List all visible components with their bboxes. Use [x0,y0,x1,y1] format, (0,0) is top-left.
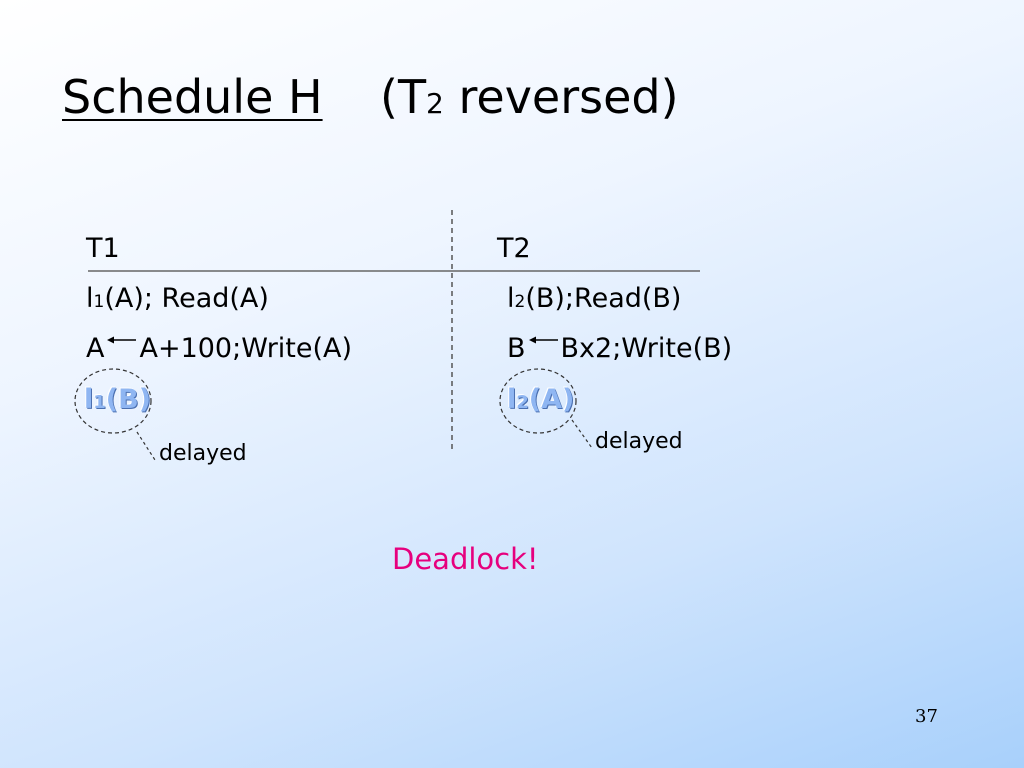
slide-title: Schedule H [62,74,323,120]
t2-row-1-sub: 2 [514,292,526,312]
t2-row-2-left: B [507,333,526,365]
t2-header: T2 [497,233,531,264]
t2-lock-rest: (A) [528,384,575,415]
t1-row-1-prefix: l [86,283,94,314]
t2-delayed-note: delayed [595,429,683,454]
left-arrow-icon [528,336,558,344]
page-number: 37 [915,706,938,727]
t1-lock-sub: 1 [93,392,106,413]
title-main: Schedule H [62,70,323,124]
deadlock-label: Deadlock! [392,542,539,576]
t2-row-1: l2(B);Read(B) [507,285,681,312]
t1-delayed-leader [136,431,156,461]
t1-header: T1 [86,233,120,264]
title-paren-rest: reversed) [443,70,679,124]
t1-lock-prefix: l [84,384,94,415]
t2-delayed-leader [571,419,593,449]
t1-row-1: l1(A); Read(A) [86,285,269,312]
t1-row-2-right: A+100;Write(A) [139,333,353,365]
left-arrow-icon [107,336,137,344]
t2-row-2-right: Bx2;Write(B) [560,333,733,365]
t2-lock-request: l2(A) [507,386,574,413]
t2-row-2: B Bx2;Write(B) [507,335,732,362]
t2-lock-sub: 2 [516,392,529,413]
t1-lock-rest: (B) [105,384,152,415]
t1-row-2-left: A [86,333,105,365]
t1-row-1-rest: (A); Read(A) [104,283,269,314]
t2-lock-prefix: l [507,384,517,415]
t2-row-1-prefix: l [507,283,515,314]
title-subtitle: (T2 reversed) [380,74,679,120]
title-subscript: 2 [426,87,444,120]
t1-lock-request: l1(B) [84,386,151,413]
t2-lock-circle [499,368,577,434]
t1-row-1-sub: 1 [93,292,105,312]
t1-delayed-note: delayed [159,441,247,466]
t1-lock-circle [74,368,152,434]
t2-row-1-rest: (B);Read(B) [525,283,682,314]
t1-row-2: A A+100;Write(A) [86,335,352,362]
title-paren-open: (T [380,70,427,124]
